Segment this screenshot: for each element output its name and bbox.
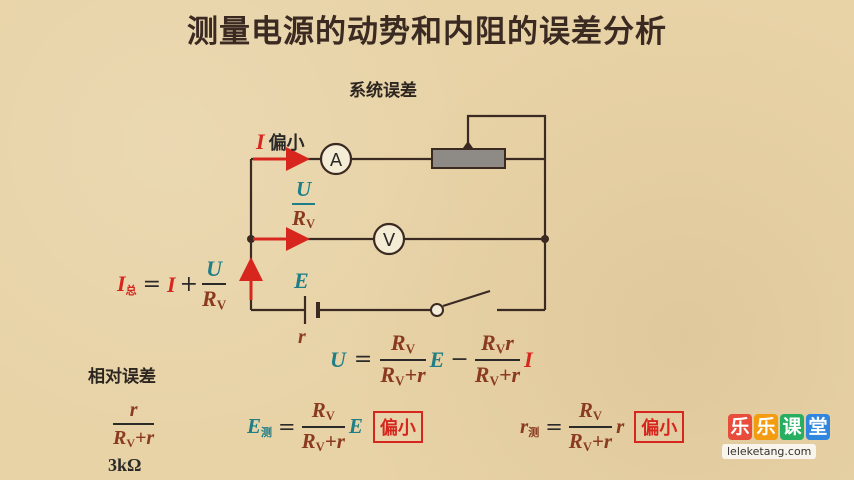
- ammeter-label: A: [330, 150, 343, 171]
- internal-resistance-label: r: [298, 326, 306, 348]
- emf-label: E: [294, 268, 309, 293]
- logo-tile: 乐: [728, 414, 752, 440]
- logo-tile: 堂: [806, 414, 830, 440]
- subtitle: 系统误差: [349, 81, 417, 101]
- junction-left: [247, 235, 255, 243]
- relative-error-label: 相对误差: [88, 367, 156, 387]
- emf-badge: 偏小: [372, 410, 423, 443]
- voltmeter-label: V: [383, 230, 396, 251]
- emf-measured-equation: E测 = RV RV+r E 偏小: [247, 400, 423, 453]
- brand-url[interactable]: leleketang.com: [722, 444, 817, 459]
- total-current-equation: I总 = I + U RV: [117, 256, 227, 313]
- logo-tile: 课: [780, 414, 804, 440]
- rheostat-slider-arrow: [463, 141, 473, 148]
- rheostat: [431, 148, 506, 169]
- resistance-value: 3kΩ: [108, 455, 142, 475]
- current-arrows: [239, 147, 310, 300]
- page-title: 测量电源的动势和内阻的误差分析: [187, 14, 667, 50]
- r-measured-equation: r测 = RV RV+r r 偏小: [520, 400, 685, 453]
- voltmeter: [372, 222, 406, 256]
- ammeter: [319, 142, 353, 176]
- voltage-equation: U = RV RV+r E − RVr RV+r I: [330, 330, 533, 388]
- switch-pivot: [430, 303, 444, 317]
- junction-right: [541, 235, 549, 243]
- r-badge: 偏小: [634, 410, 685, 443]
- branch-current-fraction: U RV: [292, 177, 316, 232]
- current-label: I 偏小: [256, 129, 305, 154]
- logo-tile: 乐: [754, 414, 778, 440]
- brand-logo[interactable]: 乐乐课堂: [728, 414, 832, 444]
- relative-error-fraction: r RV+r: [113, 399, 155, 450]
